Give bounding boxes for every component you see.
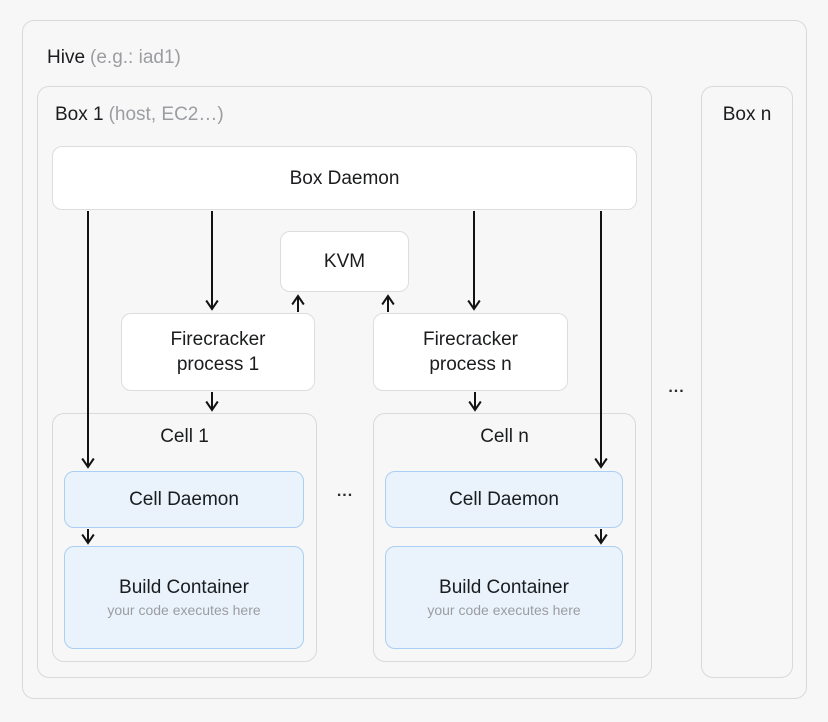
cell1-cell-daemon-node: Cell Daemon: [64, 471, 304, 528]
ellipsis-between-cells: ...: [336, 483, 354, 500]
hive-title-main: Hive: [47, 47, 86, 68]
hive-title-subtitle: (e.g.: iad1): [90, 47, 181, 68]
cell1-build-container-node: Build Container your code executes here: [64, 546, 304, 649]
box1-title: Box 1 (host, EC2…): [55, 103, 224, 127]
box1-container: [37, 86, 652, 678]
firecracker-n-line1: Firecracker: [422, 329, 518, 350]
box-daemon-node: Box Daemon: [52, 146, 637, 210]
cell1-container: [52, 413, 317, 662]
celln-build-label: Build Container: [439, 576, 569, 598]
firecracker-process-n-node: Firecracker process n: [373, 313, 568, 391]
celln-container: [373, 413, 636, 662]
firecracker-process-1-node: Firecracker process 1: [121, 313, 315, 391]
celln-cell-daemon-node: Cell Daemon: [385, 471, 623, 528]
boxn-title: Box n: [722, 104, 772, 125]
cell1-build-label: Build Container: [119, 576, 249, 598]
box1-title-subtitle: (host, EC2…): [108, 104, 224, 125]
firecracker-1-line2: process 1: [176, 354, 260, 375]
box1-title-main: Box 1: [55, 104, 104, 125]
hive-container: [22, 20, 807, 699]
ellipsis-between-boxes: ...: [668, 379, 685, 396]
firecracker-n-line2: process n: [429, 354, 512, 375]
celln-build-note: your code executes here: [427, 601, 581, 618]
boxn-container: [701, 86, 793, 678]
cell1-build-note: your code executes here: [107, 601, 261, 618]
celln-title: Cell n: [480, 426, 529, 447]
firecracker-1-line1: Firecracker: [170, 329, 266, 350]
kvm-node: KVM: [280, 231, 409, 292]
celln-build-container-node: Build Container your code executes here: [385, 546, 623, 649]
hive-title: Hive (e.g.: iad1): [47, 46, 181, 70]
cell1-title: Cell 1: [160, 426, 209, 447]
